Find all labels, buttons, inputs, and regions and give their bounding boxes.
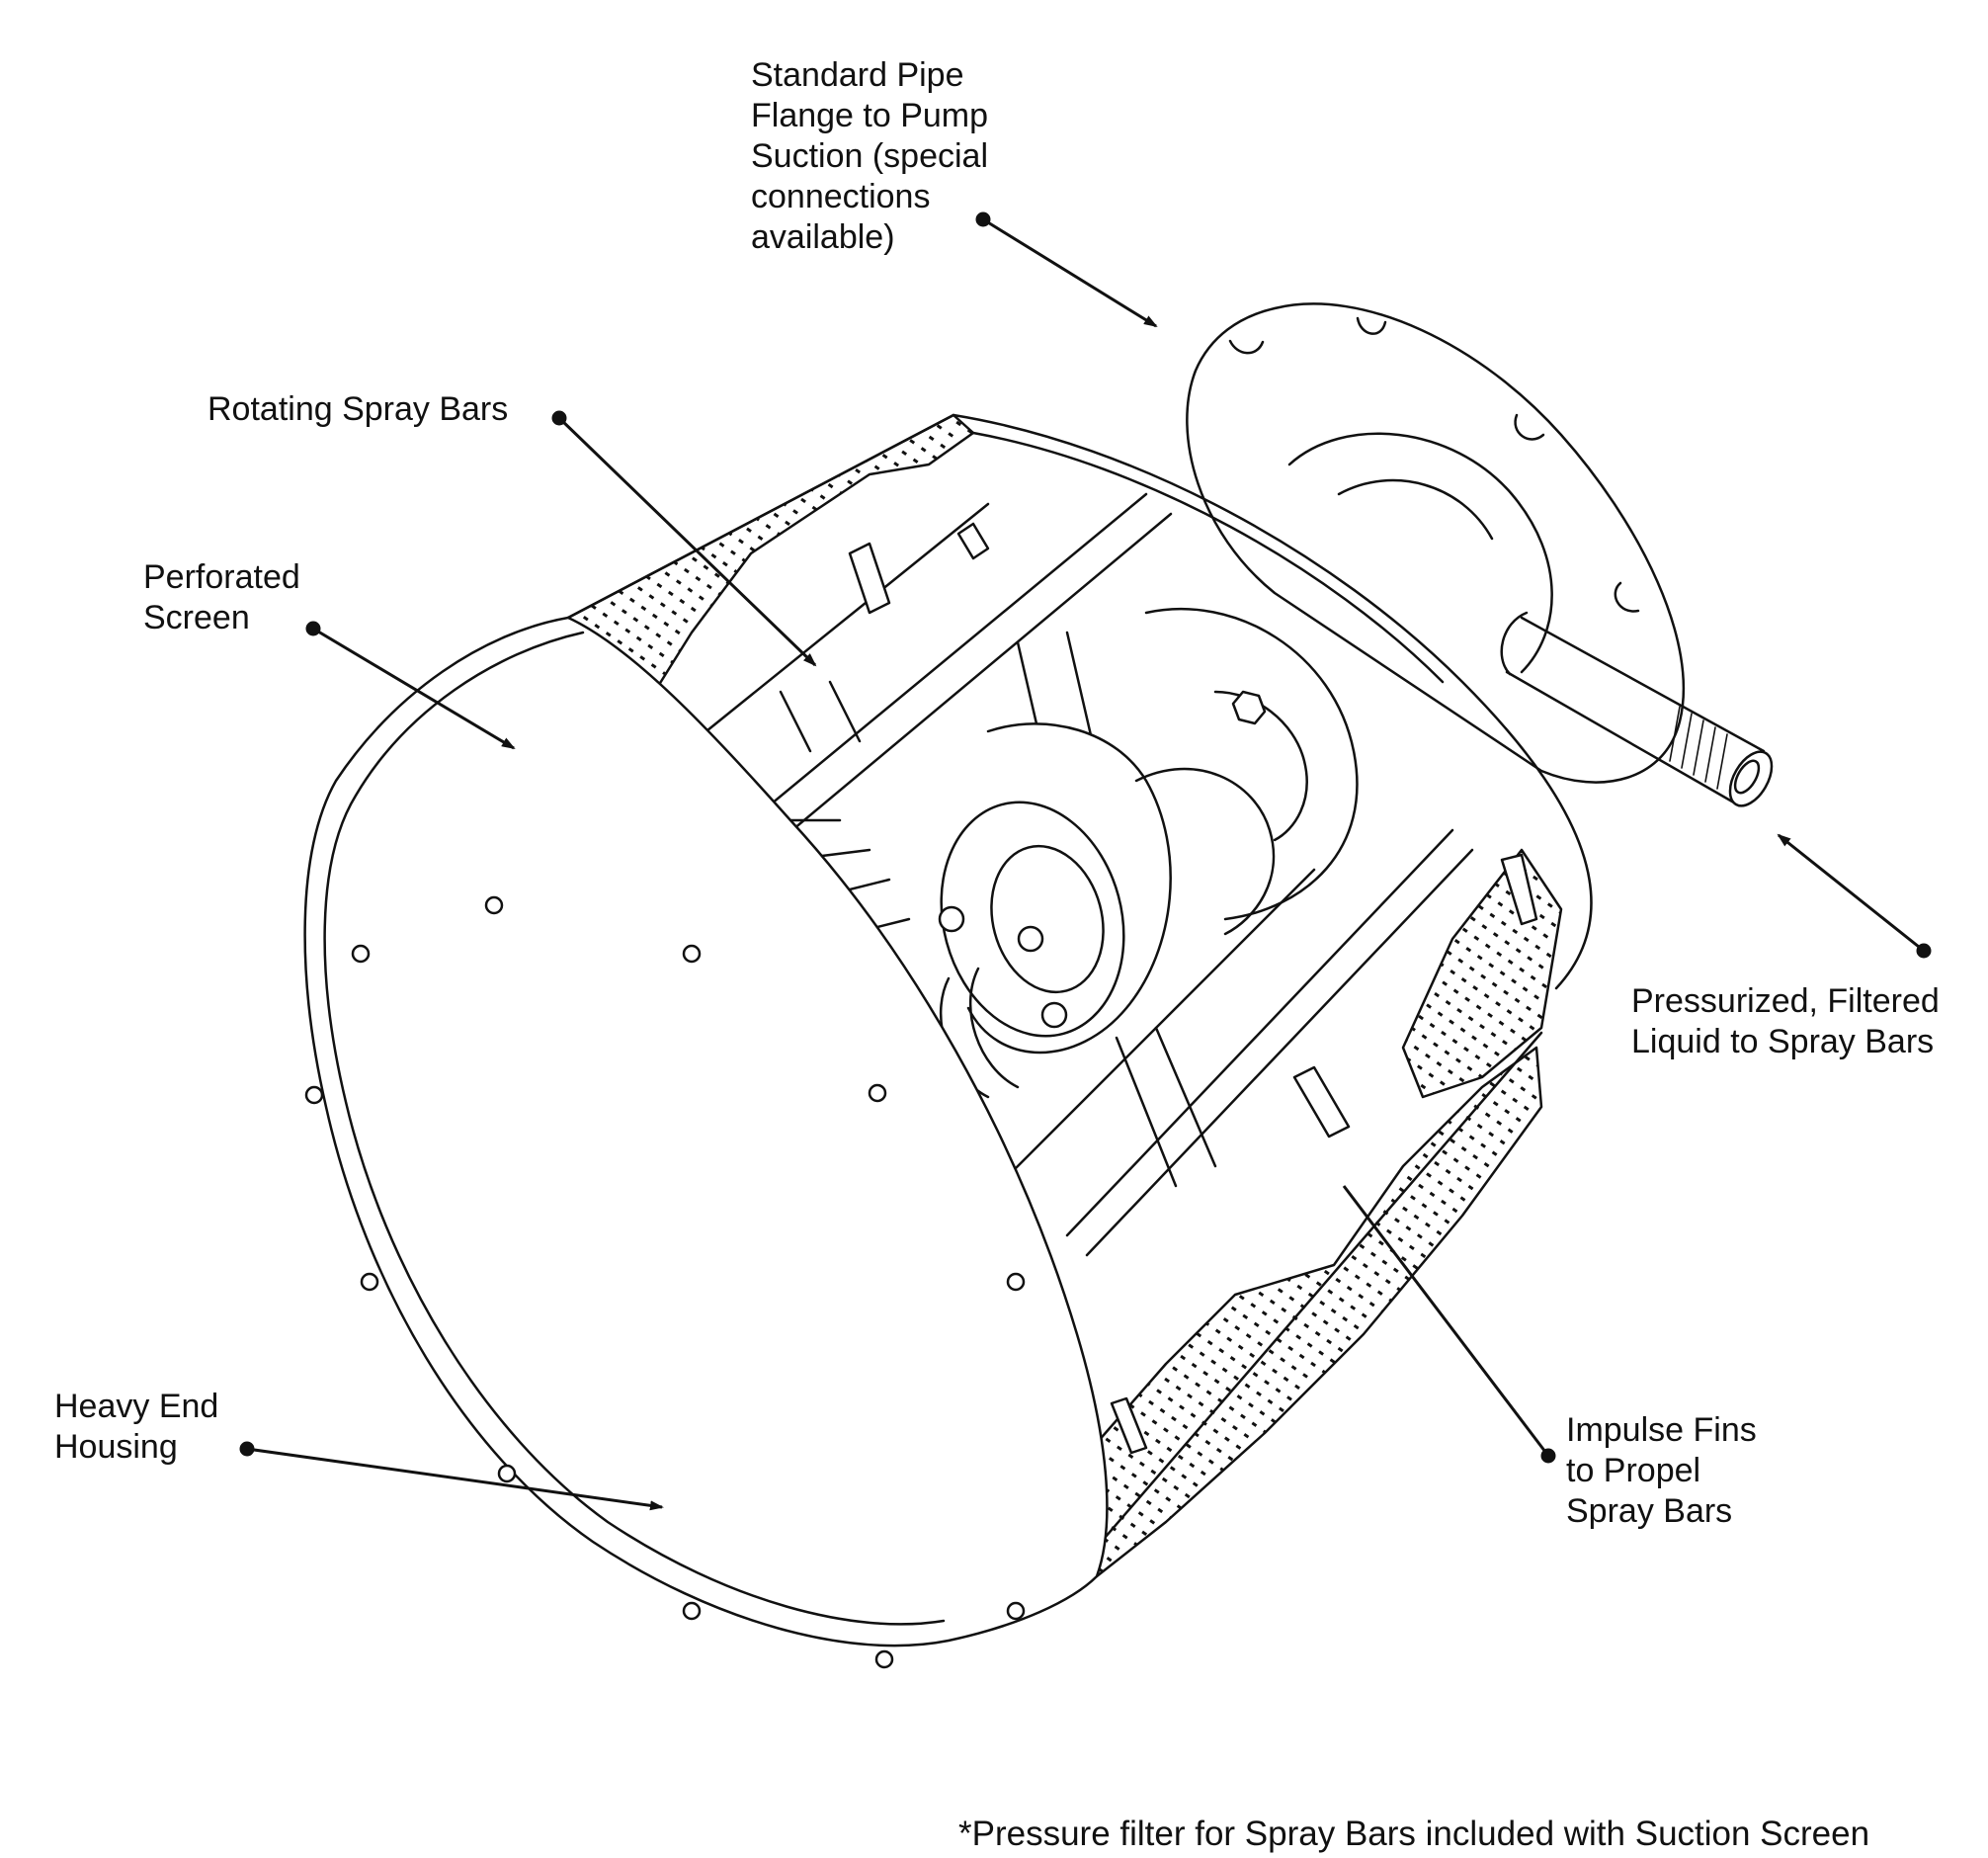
end-housing <box>303 616 1109 1647</box>
callout-perforated-screen: Perforated Screen <box>143 557 300 638</box>
callout-flange-line: connections <box>751 178 931 215</box>
callout-flange-line: available) <box>751 218 895 256</box>
callout-impulse-fins: Impulse Fins to Propel Spray Bars <box>1566 1410 1757 1532</box>
supply-pipe <box>1500 611 1774 807</box>
callout-perforated-screen-line: Perforated <box>143 558 300 596</box>
leader-lines <box>239 211 1932 1511</box>
callout-perforated-screen-line: Screen <box>143 599 250 636</box>
footnote: *Pressure filter for Spray Bars included… <box>958 1815 1870 1853</box>
callout-impulse-fins-line: to Propel <box>1566 1452 1701 1489</box>
callout-end-housing-line: Housing <box>54 1428 178 1466</box>
rotor-hub <box>938 607 1359 1099</box>
callout-pressurized-liquid-line: Pressurized, Filtered <box>1631 982 1940 1020</box>
callout-spray-bars: Rotating Spray Bars <box>207 389 508 430</box>
pipe-flange <box>1186 302 1685 784</box>
callout-pressurized-liquid: Pressurized, Filtered Liquid to Spray Ba… <box>1631 981 1940 1062</box>
callout-flange-line: Flange to Pump <box>751 97 989 134</box>
impulse-fins <box>769 522 1538 1455</box>
callout-flange-line: Standard Pipe <box>751 56 964 94</box>
callout-impulse-fins-line: Impulse Fins <box>1566 1411 1757 1449</box>
callout-end-housing: Heavy End Housing <box>54 1387 218 1468</box>
callout-spray-bars-line: Rotating Spray Bars <box>207 390 509 428</box>
callout-end-housing-line: Heavy End <box>54 1388 219 1425</box>
callout-pressurized-liquid-line: Liquid to Spray Bars <box>1631 1023 1935 1060</box>
callout-flange-line: Suction (special <box>751 137 989 175</box>
callout-flange: Standard Pipe Flange to Pump Suction (sp… <box>751 55 988 258</box>
housing-bolts <box>304 895 1026 1669</box>
callout-impulse-fins-line: Spray Bars <box>1566 1492 1733 1530</box>
